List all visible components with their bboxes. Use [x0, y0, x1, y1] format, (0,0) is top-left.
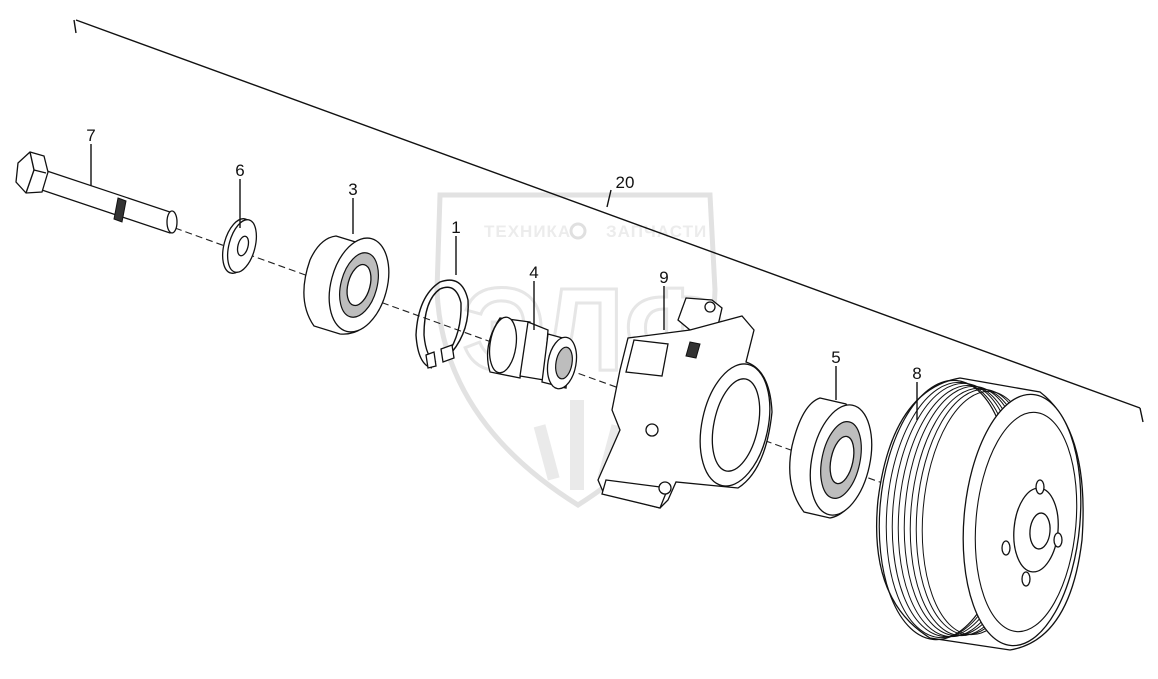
- callout-9: 9: [659, 268, 668, 287]
- callout-7: 7: [86, 126, 95, 145]
- part-5-bearing: [789, 397, 873, 519]
- leader-lines: [90, 144, 918, 420]
- part-3-bearing: [303, 235, 390, 335]
- part-4-shaft: [486, 316, 578, 390]
- part-6-washer: [222, 218, 258, 274]
- part-9-housing: [597, 297, 773, 509]
- callout-5: 5: [831, 348, 840, 367]
- assembly-bracket-line: [73, 19, 1144, 423]
- part-7-bolt: [15, 151, 178, 234]
- part-8-pulley: [875, 377, 1084, 651]
- callout-3: 3: [348, 180, 357, 199]
- watermark-gear-icon: [569, 222, 587, 240]
- callout-1: 1: [451, 218, 460, 237]
- watermark-left-word: ТЕХНИКА: [484, 222, 571, 241]
- part-1-retaining-ring: [415, 279, 469, 369]
- callout-6: 6: [235, 161, 244, 180]
- callout-4: 4: [529, 263, 538, 282]
- callout-8: 8: [912, 364, 921, 383]
- callout-20: 20: [616, 173, 635, 192]
